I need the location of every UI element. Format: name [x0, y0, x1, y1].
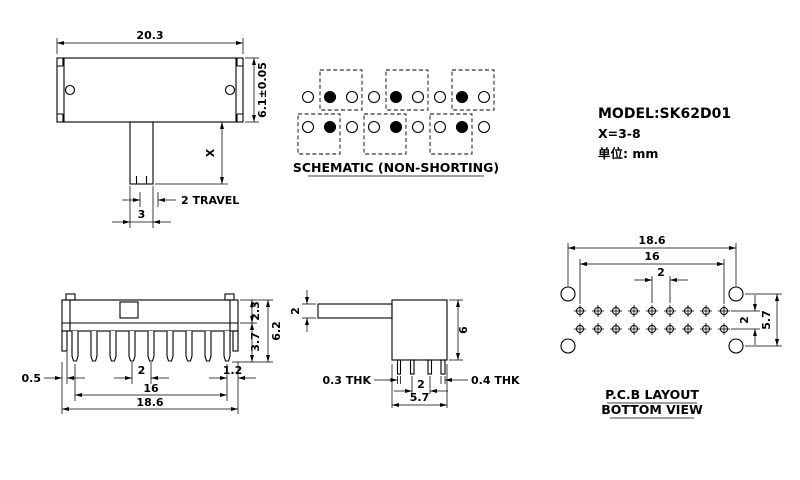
x-spec: X=3-8 [598, 126, 641, 141]
dim-overall-width: 18.6 [136, 396, 163, 409]
dim-pin-pitch: 2 [138, 364, 146, 377]
title-block: MODEL:SK62D01 X=3-8 单位: mm [598, 106, 731, 161]
dim-body-depth-height: 6 [457, 326, 470, 334]
end-body [391, 299, 448, 361]
dim-travel: 2 TRAVEL [181, 194, 239, 207]
dim-cover-height: 2.3 [249, 301, 262, 321]
schematic-terminals [301, 90, 491, 134]
schematic-label: SCHEMATIC (NON-SHORTING) [293, 160, 499, 175]
mount-hole-right [224, 84, 236, 96]
dim-pin-span: 16 [143, 382, 159, 395]
pcb-dim-pitch: 2 [657, 266, 665, 279]
pcb-dim-height: 5.7 [760, 310, 773, 330]
pcb-pads [574, 305, 730, 335]
dim-pin-height: 3.7 [249, 332, 262, 352]
pcb-label-line1: P.C.B LAYOUT [605, 387, 699, 402]
model-number: MODEL:SK62D01 [598, 106, 731, 122]
mount-hole-left [64, 84, 76, 96]
dim-thk-right: 0.4 THK [471, 374, 520, 387]
dim-body-height: 6.1±0.05 [256, 62, 269, 118]
side-body [61, 299, 239, 332]
pcb-mount-hole [728, 338, 744, 354]
top-view-drawing: 20.3 6.1±0.05 X 2 TRAVEL 3 [56, 29, 269, 228]
pcb-layout-drawing: 18.6 16 2 2 5.7 P.C.B LAYOUT BOTTOM VIEW [560, 234, 782, 419]
left-end-tab [61, 330, 68, 352]
dim-stem-width: 3 [138, 208, 146, 221]
dim-right-tab: 1.2 [223, 364, 243, 377]
dim-stem-length: X [204, 148, 217, 157]
dim-body-width: 20.3 [136, 29, 163, 42]
side-view-drawing: 2.3 3.7 6.2 0.5 2 1.2 16 18.6 [22, 293, 283, 414]
switch-body [56, 57, 244, 123]
pcb-dim-overall: 18.6 [638, 234, 665, 247]
pcb-dim-row-pitch: 2 [738, 316, 751, 324]
pcb-dim-span: 16 [644, 250, 660, 263]
pcb-mount-hole [728, 286, 744, 302]
end-stem [317, 303, 393, 319]
pcb-mount-hole [560, 338, 576, 354]
actuator-stem [129, 121, 154, 185]
actuator-knob-hatched [119, 301, 139, 319]
pcb-mount-hole [560, 286, 576, 302]
dim-end-pin-pitch: 2 [417, 378, 425, 391]
pcb-label-line2: BOTTOM VIEW [601, 402, 703, 417]
right-end-tab [232, 330, 239, 352]
unit-note: 单位: mm [598, 146, 658, 161]
dim-body-width-end: 5.7 [410, 391, 430, 404]
schematic-drawing: SCHEMATIC (NON-SHORTING) [293, 69, 499, 177]
dim-left-tab: 0.5 [22, 372, 42, 385]
pin-thin [396, 359, 402, 375]
pin-thick [440, 359, 446, 375]
end-view-drawing: 2 6 0.3 THK 0.4 THK 2 5.7 [289, 290, 520, 408]
side-view-pins [71, 331, 231, 362]
dim-total-height: 6.2 [270, 321, 283, 341]
dim-thk-left: 0.3 THK [322, 374, 371, 387]
dim-stem-thickness: 2 [289, 307, 302, 315]
